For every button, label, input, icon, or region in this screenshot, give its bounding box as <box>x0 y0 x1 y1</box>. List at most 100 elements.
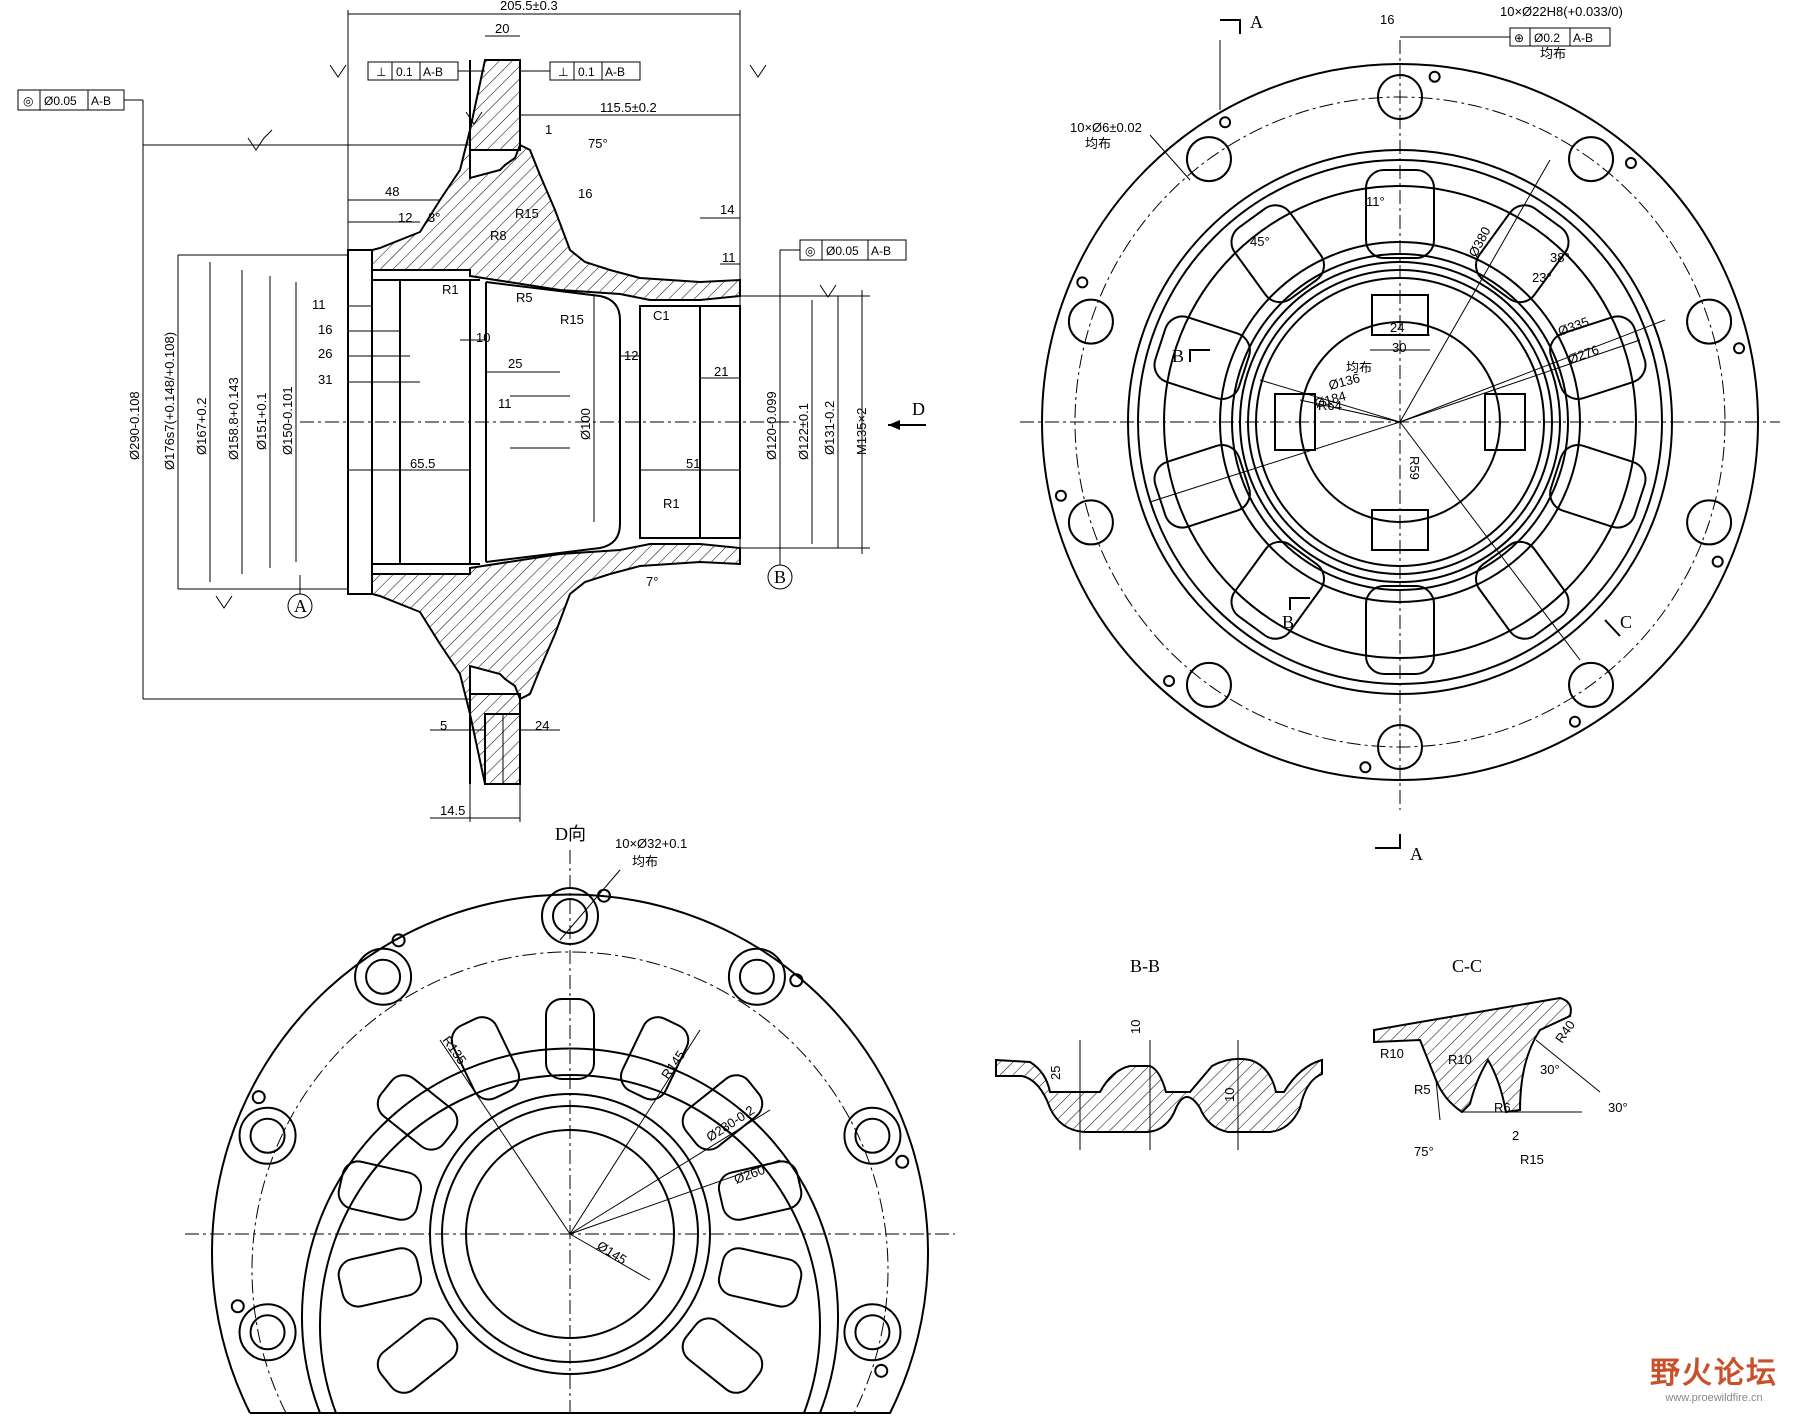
dim-21: 21 <box>714 364 728 379</box>
view-d-arrow-label: D <box>912 399 925 419</box>
dim-angle-3: 3° <box>428 210 440 225</box>
dim-dia-131: Ø131-0.2 <box>822 401 837 455</box>
front-bolt-hole <box>1568 661 1615 708</box>
front-bolt-hole <box>1185 136 1232 183</box>
front-pin-hole <box>1359 761 1372 774</box>
side-upper-hatch <box>371 59 741 301</box>
dim-11b: 11 <box>312 297 326 312</box>
dim-angle-38: 38° <box>1550 250 1570 265</box>
cc-dim-2: 2 <box>1512 1128 1519 1143</box>
front-pin-hole <box>1624 157 1637 170</box>
svg-text:⊥: ⊥ <box>558 65 568 79</box>
d-bolt-hole-inner <box>552 898 588 934</box>
cc-r15: R15 <box>1520 1152 1544 1167</box>
front-pin-hole <box>1733 342 1746 355</box>
d-ring-280 <box>301 1047 839 1414</box>
dim-holes-6: 10×Ø6±0.02 <box>1070 120 1142 135</box>
d-pin-hole <box>251 1090 266 1105</box>
d-spoke-pockets <box>337 998 803 1394</box>
dim-front-30: 30 <box>1392 340 1406 355</box>
svg-text:A-B: A-B <box>605 65 625 79</box>
front-spoke-pocket <box>1153 444 1251 529</box>
cc-section <box>1373 996 1601 1121</box>
dim-10: 10 <box>476 330 490 345</box>
dim-m135: M135×2 <box>854 408 869 455</box>
front-bore-136 <box>1299 321 1501 523</box>
dim-r135: R135 <box>440 1033 470 1067</box>
svg-text:◎: ◎ <box>805 244 815 258</box>
dim-r1b: R1 <box>663 496 680 511</box>
front-pin-hole <box>1076 276 1089 289</box>
fcf-position: ⊕ Ø0.2 A-B <box>1400 27 1611 47</box>
svg-text:⊥: ⊥ <box>376 65 386 79</box>
dim-16a: 16 <box>578 186 592 201</box>
front-hub-ring3 <box>1247 269 1553 575</box>
dim-115: 115.5±0.2 <box>600 100 657 115</box>
front-spoke-pocket <box>1365 169 1435 259</box>
dim-12b: 12 <box>624 348 638 363</box>
svg-text:Ø0.05: Ø0.05 <box>44 94 77 108</box>
dim-angle-75: 75° <box>588 136 608 151</box>
d-bolt-hole-outer <box>238 1106 297 1165</box>
front-pin-hole <box>1568 715 1581 728</box>
front-pin-hole <box>1163 674 1176 687</box>
section-a-top-label: A <box>1250 12 1263 32</box>
d-view <box>185 850 955 1415</box>
dim-holes-32: 10×Ø32+0.1 <box>615 836 687 851</box>
svg-text:A-B: A-B <box>871 244 891 258</box>
dim-dia-150: Ø150-0.101 <box>280 386 295 455</box>
fcf-concentricity-left: ◎ Ø0.05 A-B <box>17 89 144 145</box>
side-left-diameter-dims <box>142 144 470 700</box>
svg-text:A-B: A-B <box>1573 31 1593 45</box>
dim-front-30-note: 均布 <box>1346 360 1372 375</box>
svg-text:⊕: ⊕ <box>1514 31 1524 45</box>
d-spoke-pocket <box>450 1016 521 1101</box>
front-bolt-hole <box>1686 499 1733 546</box>
front-bolt-hole <box>1568 136 1615 183</box>
dim-dia-151: Ø151+0.1 <box>254 393 269 450</box>
front-spoke-pocket <box>1153 315 1251 400</box>
d-ring-260 <box>319 1074 821 1414</box>
dim-r64: R64 <box>1318 398 1342 413</box>
dim-16b: 16 <box>318 322 332 337</box>
front-pin-hole <box>1219 116 1232 129</box>
front-bolt-holes <box>1054 70 1746 774</box>
dim-angle-23: 23° <box>1532 270 1552 285</box>
d-bolt-hole-outer <box>843 1106 902 1165</box>
dim-r8: R8 <box>490 228 507 243</box>
dim-holes-22-note: 均布 <box>1540 46 1566 61</box>
d-pin-hole <box>895 1154 910 1169</box>
watermark-url: www.proewildfire.cn <box>1665 1392 1763 1404</box>
d-spoke-pocket <box>376 1317 459 1394</box>
dim-14: 14 <box>720 202 734 217</box>
side-inner-dims <box>348 305 740 822</box>
dim-dia-120: Ø120-0.099 <box>764 391 779 460</box>
front-leader-lines <box>1149 40 1666 661</box>
dim-front-24: 24 <box>1390 320 1404 335</box>
front-bolt-hole <box>1377 724 1423 770</box>
dim-dia-122: Ø122±0.1 <box>796 403 811 460</box>
side-right-diameter-dims <box>593 290 870 554</box>
d-bolt-hole-outer <box>843 1303 902 1362</box>
dim-holes-22: 10×Ø22H8(+0.033/0) <box>1500 4 1623 19</box>
svg-text:Ø0.05: Ø0.05 <box>826 244 859 258</box>
dim-holes-32-note: 均布 <box>632 854 658 869</box>
d-bolt-hole-inner <box>249 1117 286 1154</box>
d-bolt-circle <box>251 951 889 1414</box>
d-spoke-pocket <box>337 1247 423 1308</box>
view-d-arrowhead <box>888 420 900 430</box>
d-bore-145 <box>465 1129 675 1339</box>
dim-dia-176: Ø176s7(+0.148/+0.108) <box>162 332 177 470</box>
dim-51: 51 <box>686 456 700 471</box>
dim-holes-6-note: 均布 <box>1085 136 1111 151</box>
chamfer-c1: C1 <box>653 308 670 323</box>
front-outer-edge <box>1041 63 1759 781</box>
d-bolt-hole-inner <box>249 1314 286 1351</box>
front-spoke-pocket <box>1475 540 1570 640</box>
side-top-dims <box>347 10 741 296</box>
cc-r5: R5 <box>1414 1082 1431 1097</box>
cc-r10a: R10 <box>1380 1046 1404 1061</box>
side-roughness-marks <box>215 64 837 609</box>
dim-overall-length: 205.5±0.3 <box>500 0 558 13</box>
front-pin-hole <box>1428 70 1441 83</box>
